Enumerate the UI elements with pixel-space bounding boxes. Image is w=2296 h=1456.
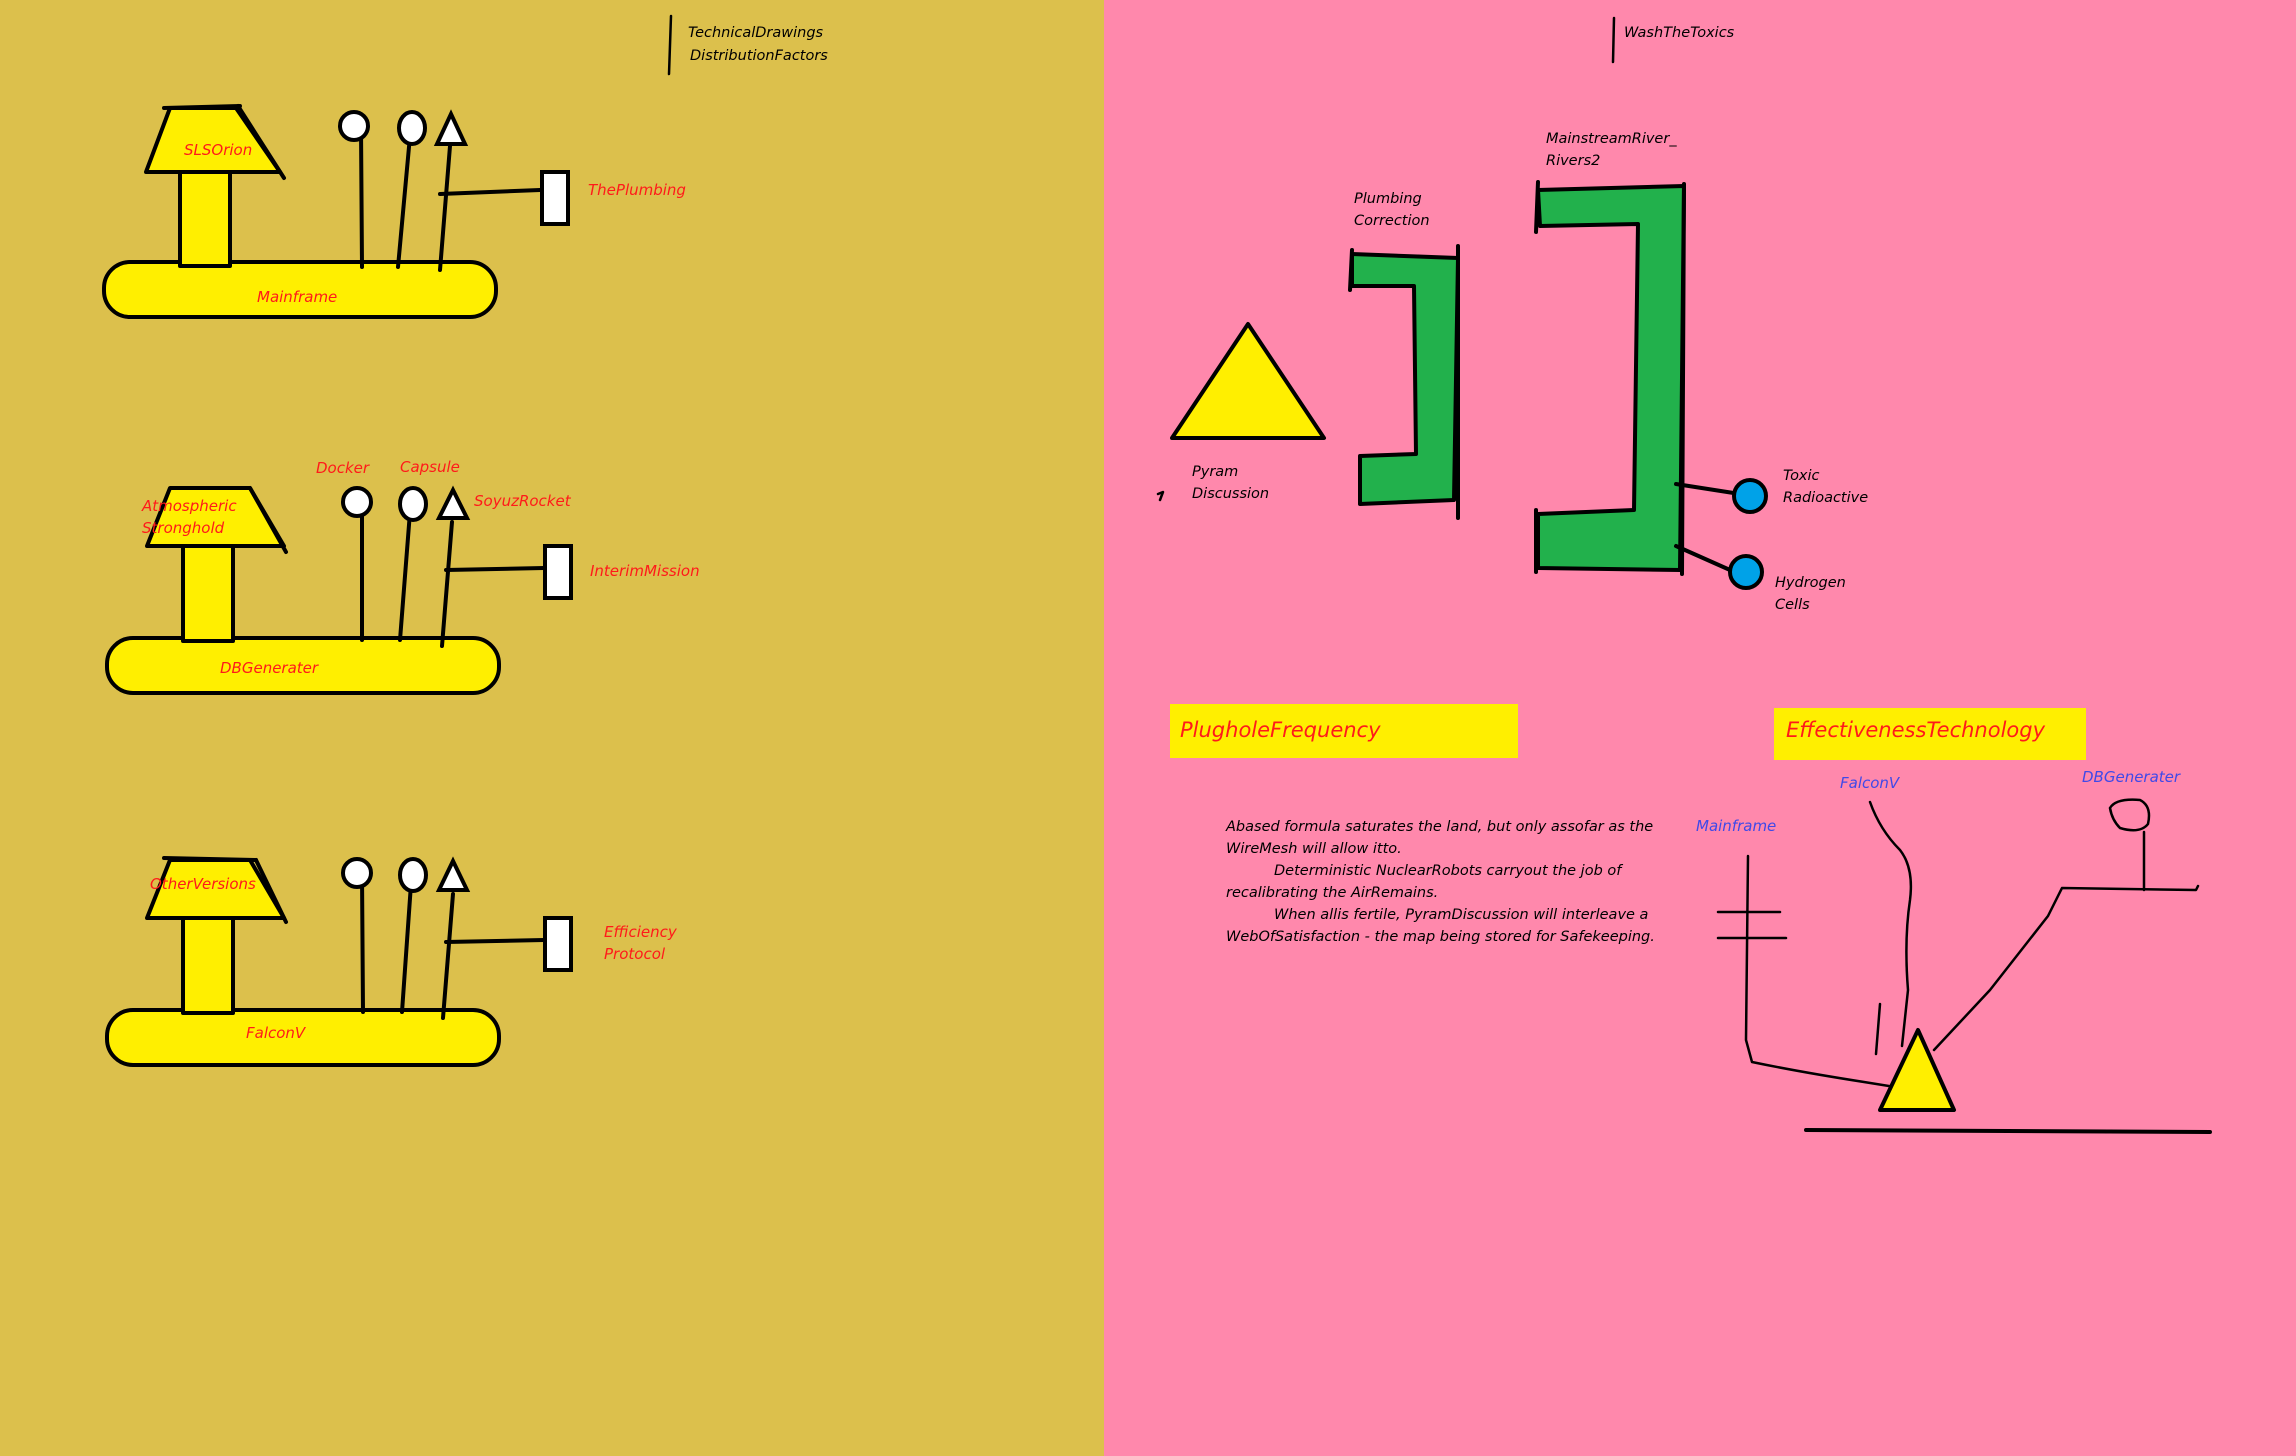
- machine-base: [105, 1008, 501, 1067]
- machine-top-label-line2: Stronghold: [142, 519, 225, 537]
- pin-triangle-icon: [435, 856, 471, 892]
- paragraph-line: Deterministic NuclearRobots carryout the…: [1274, 863, 1623, 879]
- plughole-title-text: PlugholeFrequency: [1180, 718, 1381, 742]
- left-header: TechnicalDrawings DistributionFactors: [667, 14, 828, 76]
- efficiency-box: [543, 916, 573, 972]
- header-distribution-factors: DistributionFactors: [690, 48, 828, 64]
- machine-column: [181, 914, 235, 1015]
- machine-slsorion: SLSOrion Mainframe ThePlumbing: [102, 104, 686, 319]
- machine-box-label: ThePlumbing: [588, 181, 686, 199]
- river-label-line1: MainstreamRiver_: [1546, 131, 1677, 147]
- machine-base-label: DBGenerater: [220, 659, 319, 677]
- machine-top-label: Atmospheric: [141, 497, 237, 515]
- effectiveness-title-text: EffectivenessTechnology: [1786, 718, 2046, 742]
- machine-otherversions: OtherVersions FalconV Efficiency Protoco…: [105, 856, 678, 1067]
- plughole-title-box: [1170, 704, 1518, 758]
- interim-box: [543, 544, 573, 600]
- node1-label-line1: Toxic: [1783, 468, 1820, 484]
- hydrogen-node-circle-icon: [1728, 554, 1764, 590]
- node2-label-line2: Cells: [1775, 597, 1810, 613]
- paragraph-line: recalibrating the AirRemains.: [1226, 885, 1438, 901]
- paragraph-line: WireMesh will allow itto.: [1226, 841, 1402, 857]
- toxic-node-circle-icon: [1732, 478, 1768, 514]
- machine-column: [181, 543, 235, 643]
- pin-label-docker: Docker: [316, 459, 370, 477]
- plumbing-box: [540, 170, 570, 226]
- effectiveness-tree: Mainframe FalconV DBGenerater: [1696, 768, 2212, 1134]
- tree-label-mainframe: Mainframe: [1696, 817, 1776, 835]
- pin-triangle-icon: [433, 109, 469, 146]
- machine-base: [105, 636, 501, 695]
- effectiveness-title-box: [1774, 708, 2086, 760]
- description-paragraph: Abased formula saturates the land, but o…: [1225, 819, 1655, 945]
- effectiveness-technology-title: EffectivenessTechnology: [1774, 708, 2086, 760]
- pyram-discussion: Pyram Discussion: [1156, 322, 1326, 502]
- pin-oval-icon: [397, 110, 427, 146]
- machine-base-label: Mainframe: [257, 288, 337, 306]
- tree-label-falconv: FalconV: [1840, 774, 1901, 792]
- pin-circle-icon: [341, 857, 373, 889]
- river-label-line2: Rivers2: [1546, 153, 1600, 169]
- plumbing-label-line1: Plumbing: [1354, 191, 1422, 207]
- plumbing-correction: Plumbing Correction: [1348, 191, 1460, 520]
- tree-label-dbgenerater: DBGenerater: [2082, 768, 2181, 786]
- plumbing-label-line2: Correction: [1354, 213, 1430, 229]
- machine-top-label: SLSOrion: [184, 141, 252, 159]
- pin-oval-icon: [398, 486, 428, 522]
- tree-triangle-icon: [1878, 1028, 1956, 1112]
- paragraph-line: WebOfSatisfaction - the map being stored…: [1226, 929, 1655, 945]
- pyram-label-line2: Discussion: [1192, 486, 1269, 502]
- hydrogen-node: Hydrogen Cells: [1674, 544, 1846, 613]
- machine-top-label: OtherVersions: [150, 875, 256, 893]
- machine-base: [102, 260, 498, 319]
- machine-box-label: Efficiency: [604, 923, 678, 941]
- header-wash-the-toxics: WashTheToxics: [1624, 25, 1735, 41]
- node2-label-line1: Hydrogen: [1775, 575, 1846, 591]
- pin-label-capsule: Capsule: [400, 458, 460, 476]
- pin-oval-icon: [398, 857, 428, 893]
- plughole-frequency-title: PlugholeFrequency: [1170, 704, 1518, 758]
- paragraph-line: Abased formula saturates the land, but o…: [1225, 819, 1653, 835]
- header-technical-drawings: TechnicalDrawings: [688, 25, 824, 41]
- paragraph-line: When allis fertile, PyramDiscussion will…: [1274, 907, 1648, 923]
- machine-box-label: InterimMission: [590, 562, 700, 580]
- pin-triangle-icon: [435, 485, 471, 520]
- toxic-node: Toxic Radioactive: [1674, 468, 1868, 514]
- pin-label-soyuz: SoyuzRocket: [474, 492, 572, 510]
- pyram-label-line1: Pyram: [1192, 464, 1238, 480]
- mainstream-river: MainstreamRiver_ Rivers2: [1534, 131, 1686, 576]
- machine-base-label: FalconV: [246, 1024, 307, 1042]
- machine-column: [178, 166, 232, 268]
- right-header: WashTheToxics: [1611, 16, 1735, 64]
- pin-circle-icon: [341, 486, 373, 518]
- node1-label-line2: Radioactive: [1783, 490, 1868, 506]
- pyram-triangle-icon: [1170, 322, 1326, 440]
- machine-stronghold: Atmospheric Stronghold DBGenerater Inter…: [105, 458, 700, 695]
- pin-circle-icon: [338, 110, 370, 142]
- machine-box-label-line2: Protocol: [604, 945, 666, 963]
